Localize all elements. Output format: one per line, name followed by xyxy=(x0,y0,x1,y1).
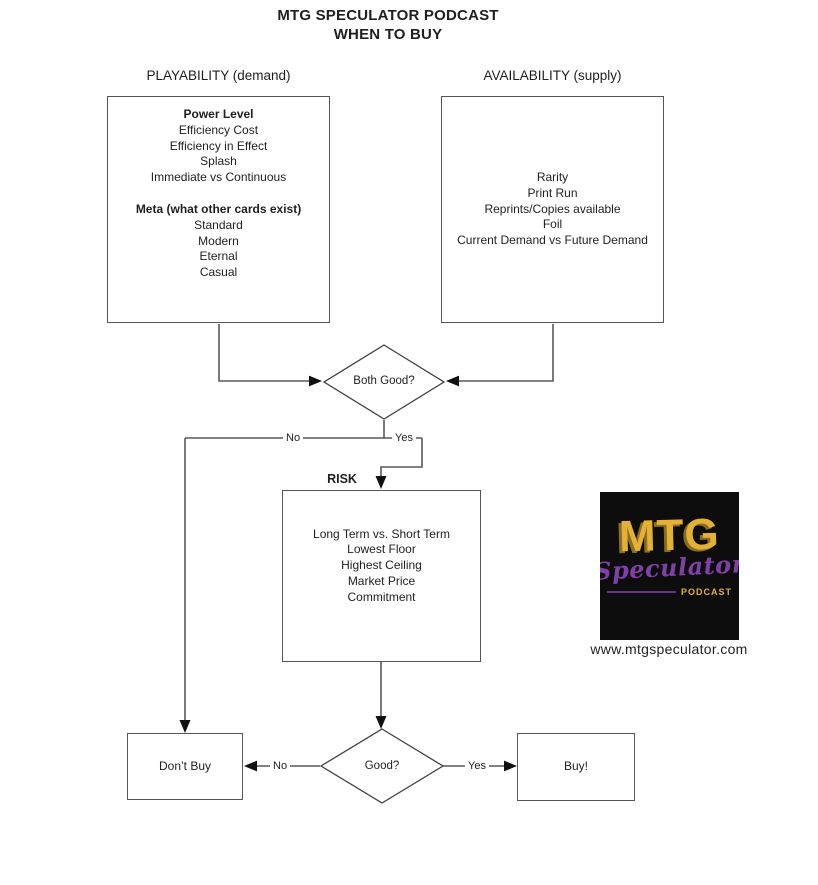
risk-item: Lowest Floor xyxy=(347,542,416,557)
logo-speculator-text: Speculator xyxy=(600,549,739,586)
availability-item: Rarity xyxy=(536,170,569,184)
playability-item: Standard xyxy=(194,217,243,232)
arrowhead-down-icon xyxy=(375,476,387,489)
risk-item: Market Price xyxy=(347,573,416,588)
playability-item: Efficiency in Effect xyxy=(169,138,268,153)
logo-podcast-row: PODCAST xyxy=(607,587,732,597)
connector-decision-split xyxy=(185,420,422,439)
arrowhead-right-icon xyxy=(504,760,517,772)
dont-buy-box: Don’t Buy xyxy=(127,733,243,800)
availability-box: Rarity Print Run Reprints/Copies availab… xyxy=(441,96,664,323)
risk-item: Commitment xyxy=(347,589,416,604)
playability-item: Splash xyxy=(200,154,237,169)
logo-podcast-text: PODCAST xyxy=(680,587,732,597)
arrowhead-left-icon xyxy=(244,760,257,772)
edge-label-no: No xyxy=(283,432,304,444)
dont-buy-label: Don’t Buy xyxy=(158,758,212,773)
availability-header: AVAILABILITY (supply) xyxy=(483,68,622,83)
buy-label: Buy! xyxy=(563,759,588,774)
buy-box: Buy! xyxy=(517,733,635,801)
playability-power-title: Power Level xyxy=(183,107,254,121)
risk-box: Long Term vs. Short Term Lowest Floor Hi… xyxy=(282,490,481,662)
page-title: MTG SPECULATOR PODCAST WHEN TO BUY xyxy=(188,6,588,44)
edge-label-no: No xyxy=(270,760,291,772)
risk-header: RISK xyxy=(327,472,357,486)
playability-item: Immediate vs Continuous xyxy=(150,170,287,185)
title-line-1: MTG SPECULATOR PODCAST xyxy=(277,7,499,24)
arrowhead-down-icon xyxy=(375,716,387,729)
playability-header: PLAYABILITY (demand) xyxy=(146,68,291,83)
logo-underline xyxy=(607,591,676,593)
title-line-2: WHEN TO BUY xyxy=(333,26,443,43)
decision-good-label: Good? xyxy=(364,760,400,772)
arrowhead-right-icon xyxy=(309,375,322,387)
risk-item: Long Term vs. Short Term xyxy=(313,526,450,541)
connector-availability-to-decision xyxy=(458,324,554,382)
playability-item: Efficiency Cost xyxy=(178,122,259,137)
mtg-speculator-logo: MTG Speculator PODCAST xyxy=(600,492,739,640)
edge-label-yes: Yes xyxy=(392,432,416,444)
decision-diamond-both-good xyxy=(322,344,446,420)
playability-meta-title: Meta (what other cards exist) xyxy=(135,201,302,216)
arrowhead-left-icon xyxy=(446,375,459,387)
decision-diamond-good xyxy=(319,728,445,804)
availability-item: Print Run xyxy=(527,185,578,200)
risk-item: Highest Ceiling xyxy=(341,558,422,573)
website-url: www.mtgspeculator.com xyxy=(590,641,748,657)
playability-item: Eternal xyxy=(199,249,238,264)
playability-item: Modern xyxy=(198,233,239,248)
availability-item: Foil xyxy=(542,217,563,232)
edge-label-yes: Yes xyxy=(465,760,489,772)
decision-both-good-label: Both Good? xyxy=(353,375,415,387)
spacer xyxy=(108,186,329,202)
connector-yes-branch xyxy=(380,438,423,477)
availability-item: Current Demand vs Future Demand xyxy=(457,233,648,248)
connector-playability-to-decision xyxy=(218,324,310,382)
risk-items: Long Term vs. Short Term Lowest Floor Hi… xyxy=(283,527,480,606)
playability-box: Power Level Efficiency Cost Efficiency i… xyxy=(107,96,330,323)
arrowhead-down-icon xyxy=(179,720,191,733)
availability-item: Reprints/Copies available xyxy=(484,201,621,216)
playability-item: Casual xyxy=(199,265,238,280)
